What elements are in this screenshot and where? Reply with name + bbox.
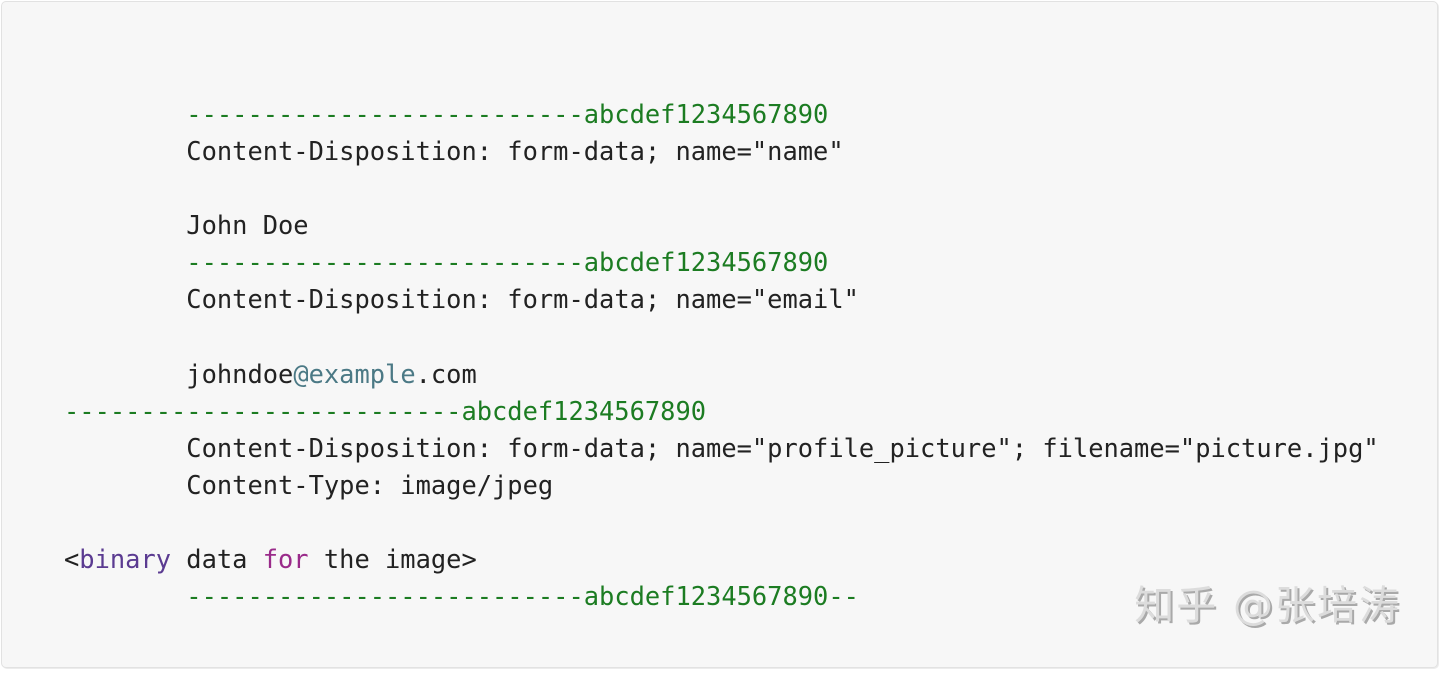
code-block: --------------------------abcdef12345678…: [64, 96, 1379, 615]
code-line: --------------------------abcdef12345678…: [64, 244, 1379, 281]
value-text: John Doe: [186, 210, 309, 241]
email-tld: .com: [415, 358, 477, 389]
boundary-marker: --------------------------abcdef12345678…: [186, 99, 829, 129]
boundary-marker: --------------------------abcdef12345678…: [186, 247, 829, 278]
boundary-marker: --------------------------abcdef12345678…: [64, 395, 707, 426]
code-line: --------------------------abcdef12345678…: [64, 393, 1379, 430]
watermark: 知乎 @张培涛: [1134, 583, 1401, 629]
code-line: <binary data for the image>: [64, 544, 477, 575]
header-text: Content-Disposition: form-data; name="pr…: [186, 432, 1379, 463]
code-line: Content-Disposition: form-data; name="pr…: [64, 430, 1379, 467]
code-line-empty: [64, 319, 1379, 356]
boundary-marker-final: --------------------------abcdef12345678…: [186, 581, 859, 612]
code-line: johndoe@example.com: [64, 356, 1379, 393]
email-user: johndoe: [186, 358, 294, 389]
code-line-empty: [64, 504, 1379, 541]
code-line: Content-Disposition: form-data; name="em…: [64, 281, 1379, 318]
header-text: Content-Disposition: form-data; name="em…: [186, 284, 859, 315]
email-domain-highlight: @example: [293, 358, 416, 389]
code-line: Content-Type: image/jpeg: [64, 467, 1379, 504]
code-line: Content-Disposition: form-data; name="na…: [64, 133, 1379, 170]
header-text: Content-Type: image/jpeg: [186, 469, 554, 500]
code-line: --------------------------abcdef12345678…: [64, 96, 1379, 133]
header-text: Content-Disposition: form-data; name="na…: [186, 136, 844, 167]
keyword-binary: binary: [79, 544, 172, 575]
code-line: --------------------------abcdef12345678…: [64, 578, 1379, 615]
code-line: John Doe: [64, 207, 1379, 244]
keyword-for: for: [262, 544, 309, 575]
code-line-empty: [64, 170, 1379, 207]
